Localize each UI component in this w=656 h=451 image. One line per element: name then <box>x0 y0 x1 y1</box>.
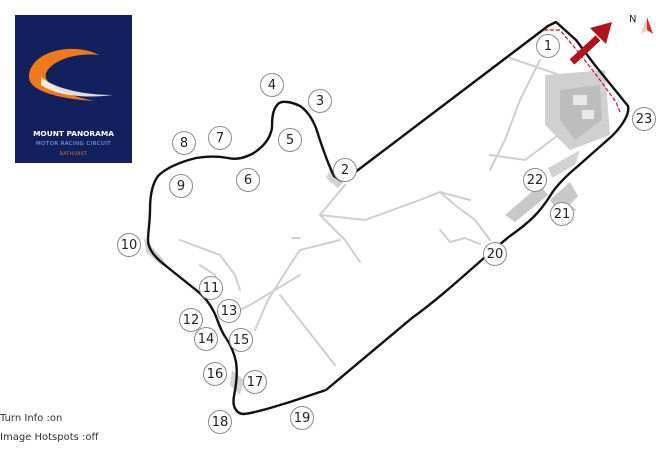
start-direction-arrow <box>569 22 612 65</box>
turn-circle <box>199 276 223 300</box>
turn-info-toggle[interactable]: Turn Info :on <box>0 413 63 424</box>
turn-marker-4[interactable]: 4 <box>260 73 284 97</box>
race-track <box>146 20 630 416</box>
turn-number: 16 <box>207 367 224 382</box>
turn-marker-19[interactable]: 19 <box>290 406 314 430</box>
pit-lane <box>544 29 621 113</box>
turn-number: 7 <box>216 131 224 146</box>
turn-circle <box>208 126 232 150</box>
turn-marker-1[interactable]: 1 <box>536 34 560 58</box>
north-label: N <box>629 14 637 25</box>
turn-marker-13[interactable]: 13 <box>217 299 241 323</box>
pit-buildings <box>505 70 610 222</box>
image-hotspots-toggle[interactable]: Image Hotspots :off <box>0 432 99 443</box>
turn-circle <box>169 174 193 198</box>
turn-marker-21[interactable]: 21 <box>550 202 574 226</box>
turn-marker-23[interactable]: 23 <box>632 107 656 131</box>
turn-number: 12 <box>183 313 200 328</box>
turn-circle <box>217 299 241 323</box>
mount-panorama-logo: MOUNT PANORAMA MOTOR RACING CIRCUIT BATH… <box>15 15 132 163</box>
runoff-areas <box>144 170 345 395</box>
turn-circle <box>172 131 196 155</box>
logo-title: MOUNT PANORAMA <box>33 129 114 138</box>
logo-subtitle: MOTOR RACING CIRCUIT <box>36 141 111 147</box>
turn-number: 21 <box>554 207 571 222</box>
turn-number: 6 <box>244 173 252 188</box>
service-roads <box>179 57 591 366</box>
turn-circle <box>536 34 560 58</box>
turn-circle <box>229 328 253 352</box>
turn-marker-3[interactable]: 3 <box>308 89 332 113</box>
turn-circle <box>203 362 227 386</box>
turn-circle <box>208 410 232 434</box>
turn-marker-15[interactable]: 15 <box>229 328 253 352</box>
turn-circle <box>260 73 284 97</box>
turn-number: 18 <box>212 415 229 430</box>
turn-number: 9 <box>177 179 185 194</box>
turn-marker-12[interactable]: 12 <box>179 308 203 332</box>
turn-marker-6[interactable]: 6 <box>236 168 260 192</box>
turn-number: 22 <box>527 173 544 188</box>
turn-number: 15 <box>233 333 250 348</box>
turn-circle <box>290 406 314 430</box>
turn-number: 5 <box>286 133 294 148</box>
turn-marker-2[interactable]: 2 <box>333 158 357 182</box>
logo-location: BATHURST <box>60 151 88 157</box>
turn-marker-10[interactable]: 10 <box>117 233 141 257</box>
turn-circle <box>236 168 260 192</box>
turn-number: 17 <box>247 375 264 390</box>
turn-number: 3 <box>316 94 324 109</box>
turn-circle <box>179 308 203 332</box>
turn-circle <box>117 233 141 257</box>
turn-number: 13 <box>221 304 238 319</box>
turn-marker-11[interactable]: 11 <box>199 276 223 300</box>
turn-circle <box>278 128 302 152</box>
turn-marker-9[interactable]: 9 <box>169 174 193 198</box>
turn-marker-5[interactable]: 5 <box>278 128 302 152</box>
turn-circle <box>308 89 332 113</box>
north-compass-icon <box>641 17 653 34</box>
turn-circle <box>523 168 547 192</box>
turn-circle <box>243 370 267 394</box>
turn-number: 11 <box>203 281 220 296</box>
turn-number: 2 <box>341 163 349 178</box>
turn-marker-22[interactable]: 22 <box>523 168 547 192</box>
turn-marker-18[interactable]: 18 <box>208 410 232 434</box>
turn-marker-20[interactable]: 20 <box>483 242 507 266</box>
turn-marker-7[interactable]: 7 <box>208 126 232 150</box>
turn-number: 10 <box>121 238 138 253</box>
turn-marker-17[interactable]: 17 <box>243 370 267 394</box>
turn-number: 4 <box>268 78 276 93</box>
turn-number: 19 <box>294 411 311 426</box>
turn-circle <box>333 158 357 182</box>
turn-circle <box>483 242 507 266</box>
turn-marker-14[interactable]: 14 <box>194 327 218 351</box>
turn-number: 14 <box>198 332 215 347</box>
turn-number: 20 <box>487 247 504 262</box>
turn-marker-16[interactable]: 16 <box>203 362 227 386</box>
turn-marker-8[interactable]: 8 <box>172 131 196 155</box>
turn-number: 1 <box>544 39 552 54</box>
turn-number: 23 <box>636 112 653 127</box>
turn-circle <box>194 327 218 351</box>
turn-circle <box>550 202 574 226</box>
turn-number: 8 <box>180 136 188 151</box>
